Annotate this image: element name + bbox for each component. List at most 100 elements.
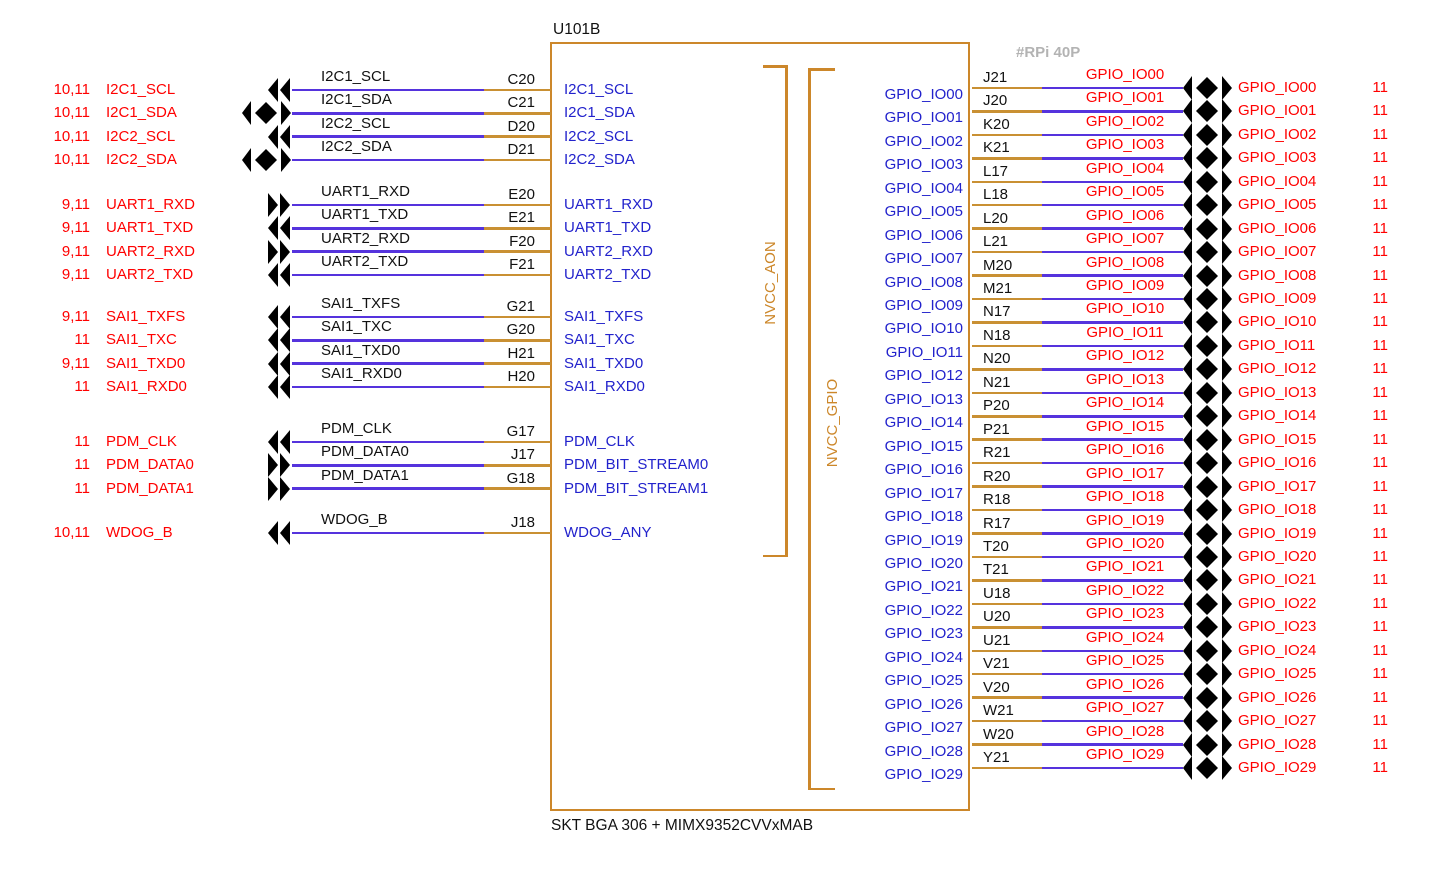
signal-flag-label[interactable]: GPIO_IO01 [1238,102,1317,120]
signal-flag-label[interactable]: PDM_DATA1 [106,479,194,497]
net-wire[interactable] [292,158,484,162]
signal-flag-label[interactable]: I2C2_SDA [106,150,177,168]
net-wire[interactable] [1042,133,1183,137]
net-wire[interactable] [1042,368,1183,371]
net-label[interactable]: GPIO_IO05 [1085,183,1165,201]
net-wire[interactable] [1042,696,1183,699]
net-label[interactable]: GPIO_IO15 [1085,417,1165,435]
signal-flag-label[interactable]: GPIO_IO17 [1238,477,1317,495]
net-label[interactable]: GPIO_IO08 [1085,253,1165,271]
net-label[interactable]: GPIO_IO04 [1085,159,1165,177]
signal-flag-label[interactable]: PDM_CLK [106,433,177,450]
net-wire[interactable] [1042,274,1183,277]
signal-flag-label[interactable]: GPIO_IO11 [1238,336,1316,354]
signal-flag-label[interactable]: GPIO_IO08 [1238,266,1317,284]
net-label[interactable]: UART1_RXD [321,183,410,200]
net-wire[interactable] [1042,766,1183,770]
net-label[interactable]: GPIO_IO13 [1085,370,1165,388]
signal-flag-label[interactable]: GPIO_IO10 [1238,313,1317,331]
net-wire[interactable] [1042,532,1183,535]
net-label[interactable]: GPIO_IO28 [1085,722,1165,740]
net-label[interactable]: GPIO_IO18 [1085,488,1165,506]
signal-flag-label[interactable]: GPIO_IO28 [1238,735,1317,753]
net-wire[interactable] [1042,157,1183,160]
net-label[interactable]: I2C2_SCL [321,114,391,132]
signal-flag-label[interactable]: GPIO_IO25 [1238,665,1317,683]
net-wire[interactable] [1042,602,1183,606]
signal-flag-label[interactable]: GPIO_IO03 [1238,149,1317,167]
signal-flag-label[interactable]: GPIO_IO13 [1238,383,1317,401]
net-label[interactable]: GPIO_IO03 [1085,136,1165,154]
net-label[interactable]: PDM_CLK [321,420,392,437]
component-body[interactable] [550,42,970,811]
net-wire[interactable] [1042,203,1183,207]
signal-flag-label[interactable]: GPIO_IO24 [1238,641,1317,659]
net-wire[interactable] [1042,649,1183,652]
net-label[interactable]: SAI1_TXD0 [321,341,401,359]
net-label[interactable]: GPIO_IO09 [1085,277,1165,295]
net-wire[interactable] [1042,391,1183,395]
net-label[interactable]: SAI1_RXD0 [321,364,402,382]
net-label[interactable]: GPIO_IO12 [1085,347,1165,365]
net-label[interactable]: GPIO_IO07 [1085,230,1165,248]
signal-flag-label[interactable]: UART2_TXD [106,265,194,283]
net-label[interactable]: GPIO_IO01 [1085,89,1165,107]
net-wire[interactable] [292,339,484,342]
signal-flag-label[interactable]: GPIO_IO18 [1238,501,1317,519]
net-wire[interactable] [1042,227,1183,230]
signal-flag-label[interactable]: GPIO_IO29 [1238,758,1317,776]
signal-flag-label[interactable]: GPIO_IO15 [1238,430,1317,448]
net-wire[interactable] [1042,344,1183,348]
net-label[interactable]: GPIO_IO29 [1085,745,1165,763]
net-label[interactable]: UART2_RXD [321,229,410,247]
net-label[interactable]: I2C2_SDA [321,137,392,155]
net-label[interactable]: GPIO_IO24 [1085,628,1165,646]
signal-flag-label[interactable]: GPIO_IO19 [1238,524,1317,542]
net-wire[interactable] [292,227,484,230]
net-wire[interactable] [292,315,484,319]
net-label[interactable]: GPIO_IO22 [1085,581,1165,599]
signal-flag-label[interactable]: GPIO_IO06 [1238,219,1317,237]
net-wire[interactable] [292,88,484,92]
net-wire[interactable] [292,385,484,389]
signal-flag-label[interactable]: GPIO_IO07 [1238,243,1317,261]
net-label[interactable]: GPIO_IO17 [1085,464,1165,482]
net-label[interactable]: GPIO_IO02 [1085,112,1165,130]
net-label[interactable]: GPIO_IO26 [1085,675,1165,693]
net-wire[interactable] [292,112,484,115]
net-wire[interactable] [292,440,484,444]
signal-flag-label[interactable]: GPIO_IO21 [1238,571,1317,589]
net-wire[interactable] [1042,461,1183,465]
net-wire[interactable] [1042,626,1183,629]
net-label[interactable]: GPIO_IO20 [1085,534,1165,552]
net-wire[interactable] [292,362,484,365]
net-label[interactable]: WDOG_B [321,511,388,528]
signal-flag-label[interactable]: SAI1_TXC [106,331,177,349]
net-wire[interactable] [1042,250,1183,254]
net-wire[interactable] [292,203,484,207]
net-wire[interactable] [292,135,484,138]
signal-flag-label[interactable]: GPIO_IO00 [1238,79,1317,96]
net-label[interactable]: GPIO_IO27 [1085,699,1165,717]
signal-flag-label[interactable]: GPIO_IO26 [1238,688,1317,706]
signal-flag-label[interactable]: GPIO_IO16 [1238,454,1317,472]
signal-flag-label[interactable]: GPIO_IO02 [1238,125,1317,143]
net-label[interactable]: SAI1_TXFS [321,295,401,312]
signal-flag-label[interactable]: I2C1_SDA [106,104,177,122]
net-wire[interactable] [1042,415,1183,418]
net-label[interactable]: I2C1_SCL [321,68,391,85]
signal-flag-label[interactable]: I2C2_SCL [106,127,176,145]
net-label[interactable]: GPIO_IO06 [1085,206,1165,224]
net-label[interactable]: PDM_DATA1 [321,466,409,484]
net-label[interactable]: GPIO_IO25 [1085,652,1165,670]
signal-flag-label[interactable]: GPIO_IO27 [1238,712,1317,730]
signal-flag-label[interactable]: PDM_DATA0 [106,456,194,474]
signal-flag-label[interactable]: GPIO_IO23 [1238,618,1317,636]
net-wire[interactable] [1042,579,1183,582]
net-wire[interactable] [1042,485,1183,488]
signal-flag-label[interactable]: I2C1_SCL [106,81,176,98]
net-wire[interactable] [1042,297,1183,301]
net-wire[interactable] [1042,180,1183,184]
net-label[interactable]: GPIO_IO00 [1085,66,1165,83]
net-label[interactable]: GPIO_IO23 [1085,605,1165,623]
